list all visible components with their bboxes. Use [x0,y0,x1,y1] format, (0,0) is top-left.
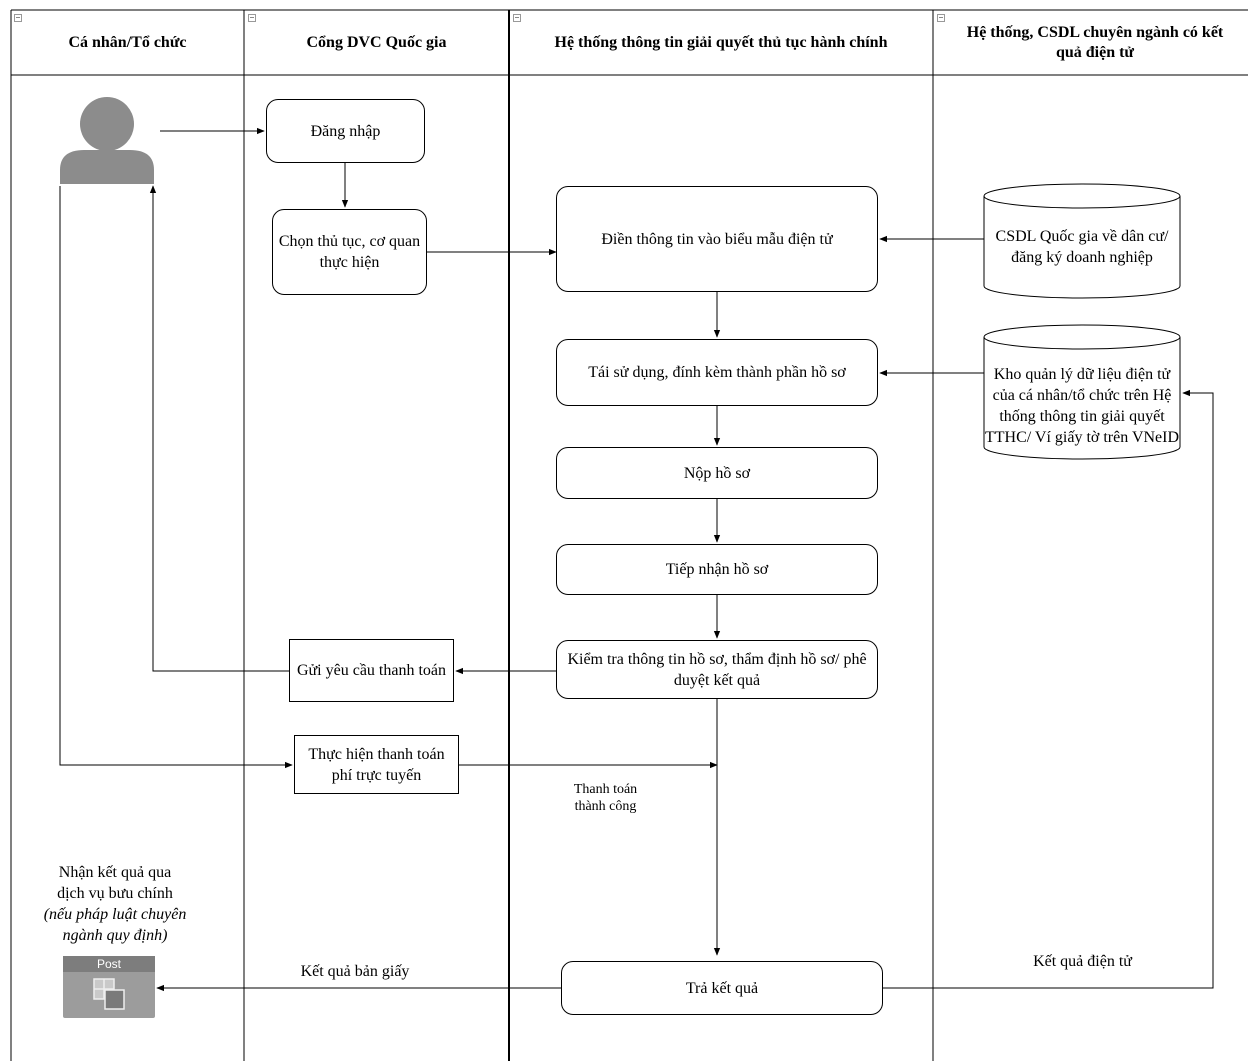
electronic-result-label: Kết quả điện tử [1033,953,1132,970]
user-silhouette-icon [60,97,154,184]
db-population-label: CSDL Quốc gia về dân cư/ đăng ký doanh n… [995,228,1169,266]
postal-line-1: Nhận kết quả qua [58,864,172,881]
check-step[interactable]: Kiểm tra thông tin hồ sơ, thẩm định hồ s… [556,640,878,699]
connectors [59,127,1214,992]
collapse-box-icon[interactable] [513,14,521,22]
submit-step[interactable]: Nộp hồ sơ [556,447,878,499]
lane-header-national-portal: Cổng DVC Quốc gia [306,33,447,51]
paper-result-label: Kết quả bản giấy [300,963,410,980]
payment-success-label: Thanh toán thành công [573,782,638,814]
receive-step[interactable]: Tiếp nhận hồ sơ [556,544,878,595]
lane-frame [10,9,1248,1061]
postal-note: (nếu pháp luật chuyên ngành quy định) [43,906,187,944]
post-box-glyph [93,978,125,1010]
return-result-step[interactable]: Trả kết quả [561,961,883,1015]
post-icon-text: Post [63,956,155,972]
db-population-cylinder [983,183,1181,299]
payment-request-step[interactable]: Gửi yêu cầu thanh toán [289,639,454,702]
lane-header-individual: Cá nhân/Tổ chức [68,33,187,51]
lane-header-specialized-db: Hệ thống, CSDL chuyên ngành có kết quả đ… [966,23,1224,61]
fill-form-step[interactable]: Điền thông tin vào biểu mẫu điện tử [556,186,878,292]
post-office-icon: Post [63,956,155,1018]
pay-online-step[interactable]: Thực hiện thanh toán phí trực tuyến [294,735,459,794]
lane-header-admin-system: Hệ thống thông tin giải quyết thủ tục hà… [554,33,888,51]
collapse-box-icon[interactable] [937,14,945,22]
postal-line-2: dịch vụ bưu chính [57,885,173,902]
choose-procedure-step[interactable]: Chọn thủ tục, cơ quan thực hiện [272,209,427,295]
collapse-box-icon[interactable] [248,14,256,22]
collapse-box-icon[interactable] [14,14,22,22]
reuse-attach-step[interactable]: Tái sử dụng, đính kèm thành phần hồ sơ [556,339,878,406]
db-repository-label: Kho quản lý dữ liệu điện tử của cá nhân/… [984,366,1180,446]
login-step[interactable]: Đăng nhập [266,99,425,163]
db-repository-cylinder [983,324,1181,460]
